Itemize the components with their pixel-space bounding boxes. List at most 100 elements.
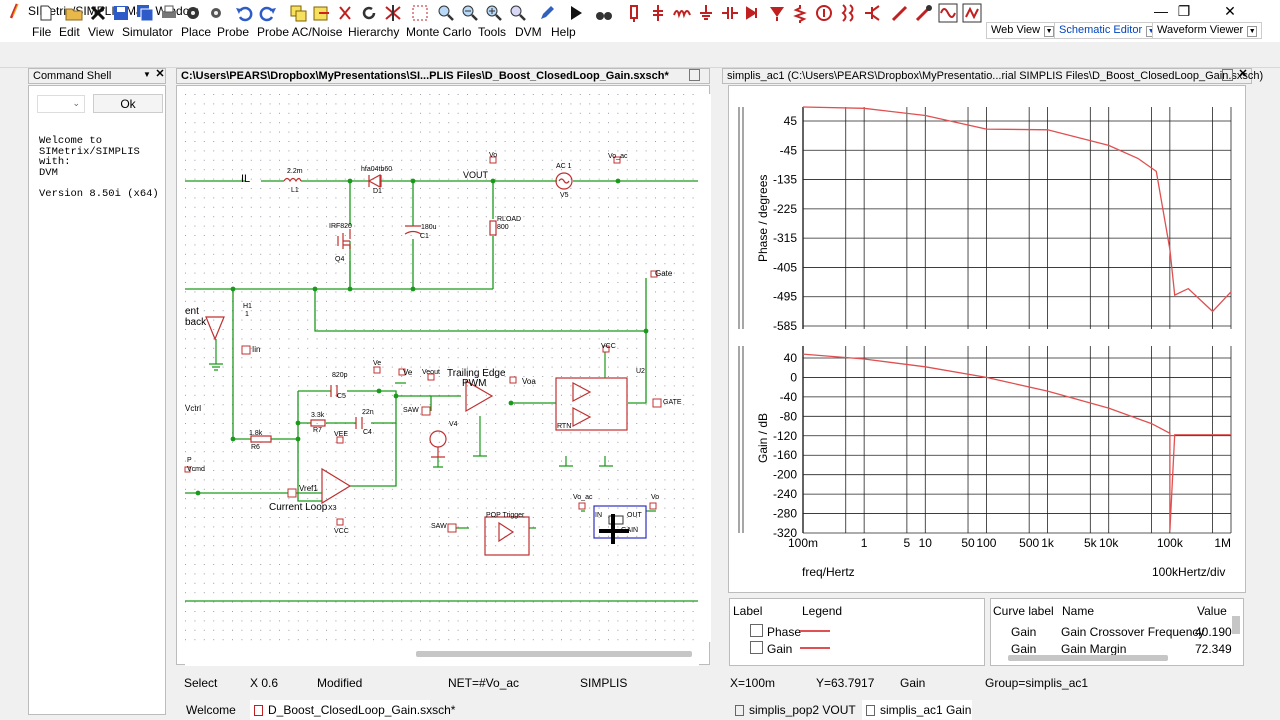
- row2-value: 72.349: [1195, 642, 1232, 656]
- vertical-scrollbar[interactable]: [1232, 616, 1240, 634]
- ok-button[interactable]: Ok: [93, 94, 163, 113]
- open-folder-icon[interactable]: [64, 3, 84, 23]
- run-simulation-icon[interactable]: [566, 3, 586, 23]
- gear-icon[interactable]: [183, 3, 203, 23]
- diode-icon[interactable]: [744, 3, 764, 23]
- new-file-icon[interactable]: [36, 3, 56, 23]
- menu-simulator[interactable]: Simulator: [122, 25, 173, 39]
- curve-measurements-panel: [990, 598, 1244, 666]
- copy-icon[interactable]: [288, 3, 308, 23]
- window-icon[interactable]: [1222, 69, 1233, 81]
- tab-welcome[interactable]: Welcome: [186, 703, 236, 717]
- command-select[interactable]: ⌄: [37, 95, 85, 113]
- menu-monte-carlo[interactable]: Monte Carlo: [406, 25, 472, 39]
- squiggle-icon[interactable]: [838, 3, 858, 23]
- l1-value: 2.2m: [287, 168, 303, 175]
- schematic-editor-selector[interactable]: Schematic Editor▼: [1054, 22, 1162, 39]
- schematic-canvas[interactable]: IL 2.2m L1 hfa04tb60 D1 VOUT Vo AC 1 V5 …: [176, 85, 711, 666]
- voltage-probe-icon[interactable]: [648, 3, 668, 23]
- tab-simplis-ac1[interactable]: simplis_ac1 Gain: [862, 700, 972, 720]
- menu-probe[interactable]: Probe: [217, 25, 250, 39]
- waveform-icon[interactable]: [938, 3, 958, 23]
- save-icon[interactable]: [111, 3, 131, 23]
- source-icon[interactable]: [814, 3, 834, 23]
- vo-ac-label: Vo_ac: [608, 153, 628, 160]
- zoom-fit-icon[interactable]: [436, 3, 456, 23]
- pwm-label: PWM: [462, 378, 487, 389]
- cut-icon[interactable]: [336, 3, 356, 23]
- refresh-icon[interactable]: [359, 3, 379, 23]
- menu-hierarchy[interactable]: Hierarchy: [348, 25, 400, 39]
- arrow-down-icon[interactable]: [767, 3, 787, 23]
- save-all-icon[interactable]: [135, 3, 155, 23]
- chevron-down-icon: ⌄: [72, 98, 80, 108]
- close-window-button[interactable]: ✕: [1224, 3, 1236, 19]
- menu-place[interactable]: Place: [181, 25, 212, 39]
- menu-probe-ac-noise[interactable]: Probe AC/Noise: [257, 25, 343, 39]
- row2-curve: Gain: [1011, 642, 1037, 656]
- schematic-tab-header: C:\Users\PEARS\Dropbox\MyPresentations\S…: [176, 68, 710, 84]
- fixed-probe-icon[interactable]: [624, 3, 644, 23]
- v5-label: V5: [560, 192, 569, 199]
- gain-tick-label: 40: [784, 351, 798, 365]
- minimize-button[interactable]: —: [1154, 3, 1168, 19]
- toolbar: [0, 43, 1280, 68]
- close-pane-icon[interactable]: ✕: [155, 68, 165, 80]
- menu-help[interactable]: Help: [551, 25, 576, 39]
- menu-edit[interactable]: Edit: [59, 25, 80, 39]
- select-tool-icon[interactable]: [410, 3, 430, 23]
- h1-gain: 1: [245, 311, 249, 318]
- menu-file[interactable]: File: [32, 25, 52, 39]
- paste-icon[interactable]: [311, 3, 331, 23]
- in-pin-label: IN: [595, 512, 602, 519]
- waveform-viewer-selector[interactable]: Waveform Viewer▼: [1152, 22, 1263, 39]
- probe-waveform-icon[interactable]: [962, 3, 982, 23]
- window-icon[interactable]: [689, 69, 700, 81]
- r6-label: R6: [251, 444, 260, 451]
- resistor-icon[interactable]: [790, 3, 810, 23]
- label-header: Label: [733, 604, 763, 618]
- wire-pen-icon[interactable]: [890, 3, 910, 23]
- c5-value: 820p: [332, 372, 348, 379]
- gain-tick-label: -80: [780, 409, 798, 423]
- transistor-icon[interactable]: [862, 3, 882, 23]
- ground-icon[interactable]: [696, 3, 716, 23]
- binoculars-icon[interactable]: [594, 3, 614, 23]
- horizontal-scrollbar[interactable]: [1008, 655, 1168, 661]
- dropdown-icon[interactable]: ▼: [143, 70, 151, 79]
- phase-series-line: [802, 106, 1232, 313]
- close-pane-icon[interactable]: ✕: [1238, 68, 1248, 80]
- undo-icon[interactable]: [234, 3, 254, 23]
- settings-gear-icon[interactable]: [206, 3, 226, 23]
- d1-label: D1: [373, 188, 382, 195]
- zoom-out-icon[interactable]: [460, 3, 480, 23]
- rtn-label: RTN: [557, 423, 572, 430]
- tab-schematic[interactable]: D_Boost_ClosedLoop_Gain.sxsch*: [250, 700, 455, 720]
- menu-tools[interactable]: Tools: [478, 25, 507, 39]
- delete-wire-icon[interactable]: [383, 3, 403, 23]
- menu-dvm[interactable]: DVM: [515, 25, 542, 39]
- menu-view[interactable]: View: [88, 25, 114, 39]
- zoom-area-icon[interactable]: [508, 3, 528, 23]
- close-file-icon[interactable]: [88, 3, 108, 23]
- redo-icon[interactable]: [258, 3, 278, 23]
- phase-checkbox[interactable]: [750, 624, 763, 637]
- r7-value: 3.3k: [311, 412, 325, 419]
- tab-simplis-pop2[interactable]: simplis_pop2 VOUT: [731, 700, 861, 720]
- print-icon[interactable]: [159, 3, 179, 23]
- gain-tick-label: -120: [773, 429, 797, 443]
- bus-pen-icon[interactable]: [914, 3, 934, 23]
- capacitor-icon[interactable]: [720, 3, 740, 23]
- zoom-in-icon[interactable]: [484, 3, 504, 23]
- gain-checkbox[interactable]: [750, 641, 763, 654]
- pencil-icon[interactable]: [537, 3, 557, 23]
- c1-value: 180u: [421, 224, 437, 231]
- inductor-icon[interactable]: [672, 3, 692, 23]
- web-view-selector[interactable]: Web View▼: [986, 22, 1060, 39]
- x-tick-label: 100m: [788, 536, 818, 550]
- phase-legend-label: Phase: [767, 625, 802, 639]
- restore-button[interactable]: ❐: [1177, 3, 1191, 19]
- phase-tick-label: -315: [773, 231, 797, 245]
- saw-label: SAW: [403, 407, 419, 414]
